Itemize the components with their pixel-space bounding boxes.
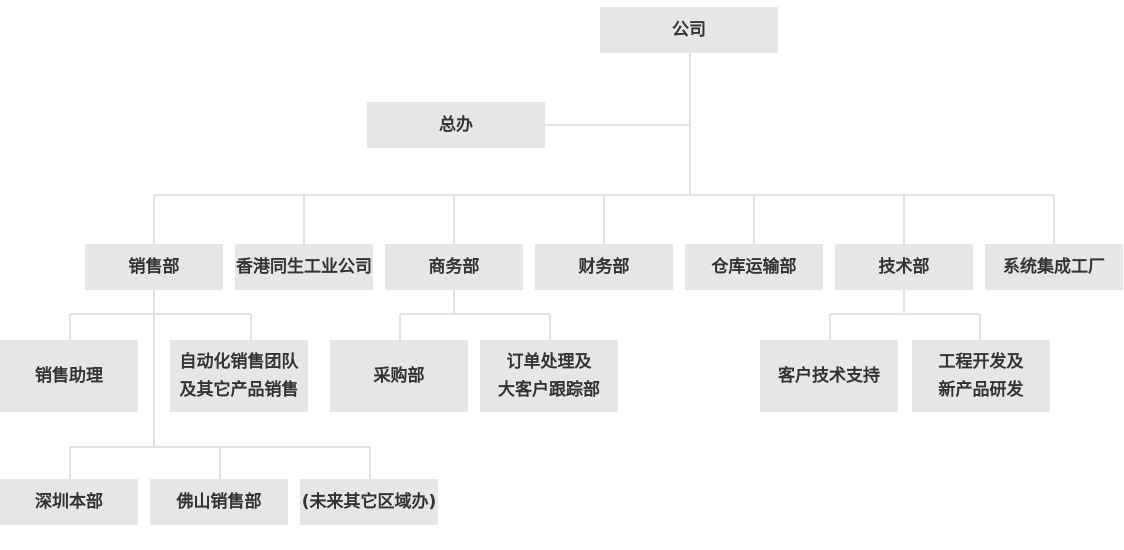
node-dept-sales[interactable]: 销售部 <box>85 244 223 290</box>
node-customer-support-label: 客户技术支持 <box>778 366 880 386</box>
node-automation-sales[interactable]: 自动化销售团队及其它产品销售 <box>170 340 308 412</box>
node-general-office[interactable]: 总办 <box>367 102 545 148</box>
node-dept-factory[interactable]: 系统集成工厂 <box>985 244 1123 290</box>
node-orders-label: 订单处理及 <box>506 352 592 372</box>
node-shenzhen-hq[interactable]: 深圳本部 <box>0 479 138 525</box>
node-sales-assistant-label: 销售助理 <box>35 366 103 386</box>
node-dept-warehouse[interactable]: 仓库运输部 <box>685 244 823 290</box>
node-dept-tech[interactable]: 技术部 <box>835 244 973 290</box>
node-dept-tech-label: 技术部 <box>878 257 930 277</box>
node-automation-sales-label: 及其它产品销售 <box>179 380 299 400</box>
node-automation-sales-label: 自动化销售团队 <box>179 352 299 372</box>
node-orders[interactable]: 订单处理及大客户跟踪部 <box>480 340 618 412</box>
node-engineering-label: 新产品研发 <box>938 380 1024 400</box>
node-foshan-sales[interactable]: 佛山销售部 <box>150 479 288 525</box>
node-future-regions[interactable]: (未来其它区域办) <box>300 479 438 525</box>
node-company[interactable]: 公司 <box>600 7 778 53</box>
node-customer-support[interactable]: 客户技术支持 <box>760 340 898 412</box>
node-dept-hk[interactable]: 香港同生工业公司 <box>235 244 373 290</box>
node-dept-hk-label: 香港同生工业公司 <box>236 257 372 277</box>
node-company-label: 公司 <box>672 20 706 40</box>
node-purchasing-label: 采购部 <box>373 366 425 386</box>
node-sales-assistant[interactable]: 销售助理 <box>0 340 138 412</box>
node-dept-business-label: 商务部 <box>428 257 480 277</box>
node-dept-finance-label: 财务部 <box>578 257 630 277</box>
node-dept-business[interactable]: 商务部 <box>385 244 523 290</box>
node-dept-sales-label: 销售部 <box>128 257 180 277</box>
node-dept-warehouse-label: 仓库运输部 <box>711 257 797 277</box>
node-foshan-sales-label: 佛山销售部 <box>176 492 262 512</box>
node-general-office-label: 总办 <box>439 115 473 135</box>
node-purchasing[interactable]: 采购部 <box>330 340 468 412</box>
node-engineering[interactable]: 工程开发及新产品研发 <box>912 340 1050 412</box>
node-shenzhen-hq-label: 深圳本部 <box>35 492 103 512</box>
node-dept-factory-label: 系统集成工厂 <box>1003 257 1105 277</box>
node-dept-finance[interactable]: 财务部 <box>535 244 673 290</box>
node-engineering-label: 工程开发及 <box>938 352 1024 372</box>
node-orders-label: 大客户跟踪部 <box>498 380 600 400</box>
node-future-regions-label: (未来其它区域办) <box>301 492 437 512</box>
